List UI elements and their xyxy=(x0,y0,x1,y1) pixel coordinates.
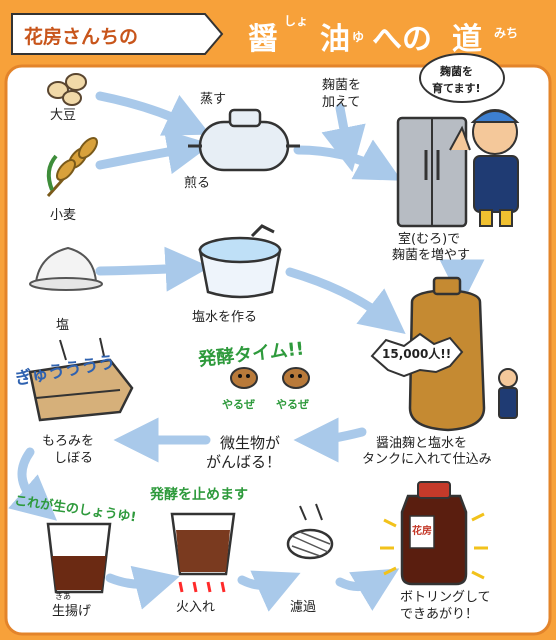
bottle-label-text: 花房 xyxy=(412,526,432,537)
microbes-illustration xyxy=(230,367,310,389)
salt-illustration xyxy=(29,246,103,291)
arrow-soy-steam xyxy=(95,91,211,136)
filter-illustration xyxy=(286,503,334,560)
title-sho: 醤 xyxy=(248,22,278,57)
koji-speech-bubble xyxy=(419,53,505,103)
label-add-koji-2: 加えて xyxy=(322,95,361,110)
label-press-2: しぼる xyxy=(54,451,94,466)
arrow-heat-filter xyxy=(237,570,301,612)
label-muro-2: 麹菌を増やす xyxy=(392,248,471,263)
title-michi: 道 xyxy=(452,22,482,57)
arrow-filter-bottle xyxy=(335,568,400,611)
press-illustration xyxy=(28,337,134,422)
people-count-text: 15,000人!! xyxy=(382,347,452,361)
label-raw-ruby: きあ xyxy=(55,592,71,601)
label-tank-2: タンクに入れて仕込み xyxy=(362,452,492,467)
arrow-brine-tank xyxy=(285,267,406,334)
title-heno: への xyxy=(372,22,432,57)
label-bottle-2: できあがり！ xyxy=(400,607,479,622)
flame-marks xyxy=(178,581,226,593)
stop-ferment-text: 発酵を止めます xyxy=(150,487,248,503)
tank-worker-illustration xyxy=(498,368,518,419)
label-soybean: 大豆 xyxy=(50,108,77,123)
arrow-tank-microbe xyxy=(293,417,367,463)
people-count-bubble xyxy=(370,332,464,378)
brand-name: 花房さんちの xyxy=(24,26,139,48)
heating-glass-illustration xyxy=(170,512,236,593)
steamer-illustration xyxy=(188,108,300,172)
brine-tub-illustration xyxy=(198,224,282,299)
flow-arrows xyxy=(8,91,485,612)
label-muro-1: 室(むろ)で xyxy=(398,232,461,247)
title-yu: 油 xyxy=(320,22,350,57)
label-microbe-2: がんばる！ xyxy=(206,453,282,471)
arrow-press-raw xyxy=(8,447,57,521)
label-add-koji-1: 麹菌を xyxy=(322,78,362,93)
soybean-illustration xyxy=(47,73,87,106)
soy-bottle-illustration xyxy=(380,481,488,586)
label-press-1: もろみを xyxy=(42,434,95,449)
label-salt: 塩 xyxy=(56,318,70,333)
label-microbe-1: 微生物が xyxy=(220,434,281,452)
koji-speech-line2: 育てます! xyxy=(432,82,481,95)
arrow-salt-brine xyxy=(95,246,211,292)
label-raw: 生揚げ xyxy=(52,604,92,619)
raw-soy-glass-illustration xyxy=(46,522,112,594)
wheat-illustration xyxy=(46,137,98,198)
arrow-wheat-roast xyxy=(95,129,213,175)
title-ruby-michi: みち xyxy=(494,26,519,40)
label-wheat: 小麦 xyxy=(50,208,77,223)
yaruze-right: やるぜ xyxy=(276,398,309,411)
label-bottle-1: ボトリングして xyxy=(400,590,491,605)
koji-room-illustration xyxy=(396,116,468,228)
koji-worker-illustration xyxy=(449,109,520,227)
brand-banner xyxy=(11,13,224,55)
label-brine: 塩水を作る xyxy=(192,310,258,325)
label-roast: 煎る xyxy=(184,176,211,191)
header xyxy=(11,13,224,55)
title-ruby-sho: しょ xyxy=(284,14,309,28)
yaruze-left: やるぜ xyxy=(222,398,255,411)
label-heat: 火入れ xyxy=(176,600,216,615)
koji-speech-line1: 麹菌を xyxy=(440,65,473,78)
label-tank-1: 醤油麹と塩水を xyxy=(376,436,468,451)
label-steam: 蒸す xyxy=(200,92,227,107)
label-filter: 濾過 xyxy=(290,600,317,615)
title-ruby-yu: ゆ xyxy=(352,30,365,44)
arrow-add-koji xyxy=(321,103,366,173)
arrow-raw-heat xyxy=(105,565,180,610)
